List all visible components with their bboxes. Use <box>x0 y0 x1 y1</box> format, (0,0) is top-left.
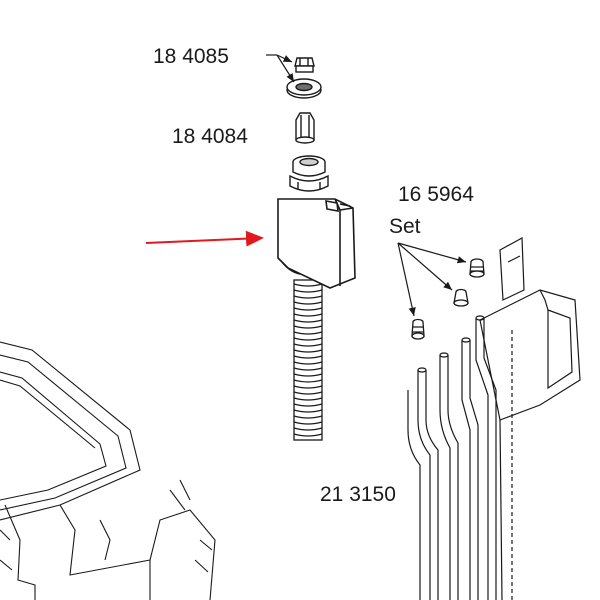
hose-rib <box>293 289 323 293</box>
part-number-165964: 16 5964 <box>398 183 474 206</box>
fitting-part <box>289 155 329 192</box>
hose-rib <box>293 301 323 305</box>
hose-rib <box>293 421 323 425</box>
background-tray <box>0 341 216 600</box>
hose-rib <box>293 409 323 413</box>
hose-rib <box>293 331 323 335</box>
hose-rib <box>293 349 323 353</box>
nut-part <box>294 57 315 73</box>
hose-rib <box>293 307 323 311</box>
red-pointer-arrow <box>145 230 264 247</box>
washer-part <box>286 78 322 99</box>
hose-rib <box>293 283 323 287</box>
hose-rib <box>293 433 323 437</box>
hose-rib <box>293 313 323 317</box>
part-number-184084: 18 4084 <box>172 125 248 148</box>
ferrule-part <box>295 112 315 144</box>
hose-rib <box>293 403 323 407</box>
hose-rib <box>293 391 323 395</box>
hose-rib <box>293 343 323 347</box>
hose-rib <box>293 385 323 389</box>
hose-rib <box>293 379 323 383</box>
hose-rib <box>293 415 323 419</box>
hose-rib <box>293 325 323 329</box>
hose-rib <box>293 319 323 323</box>
hose-rib <box>293 427 323 431</box>
part-number-213150: 21 3150 <box>320 483 396 506</box>
hose-rib <box>293 373 323 377</box>
frame-assembly <box>407 237 581 600</box>
hose-rib <box>293 355 323 359</box>
plug-set <box>411 258 485 340</box>
hose-rib <box>293 295 323 299</box>
corrugated-hose <box>293 279 323 441</box>
part-number-184085: 18 4085 <box>153 45 229 68</box>
hose-rib <box>293 367 323 371</box>
hose-rib <box>293 397 323 401</box>
box-component <box>277 198 356 289</box>
hose-rib <box>293 361 323 365</box>
set-label: Set <box>389 215 421 238</box>
leader-lines-184085 <box>266 54 295 83</box>
hose-rib <box>293 337 323 341</box>
leader-lines-165964 <box>397 242 467 317</box>
